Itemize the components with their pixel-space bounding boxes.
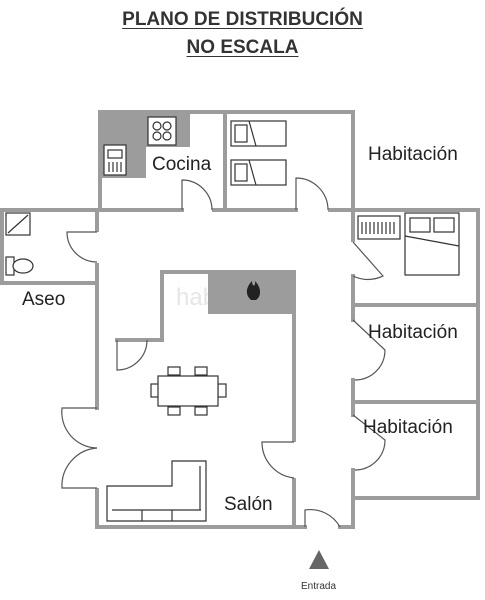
chair: [194, 406, 208, 416]
bathroom-fixtures: [5, 212, 34, 276]
plan-subtitle: NO ESCALA: [186, 37, 299, 58]
doors: [61, 177, 386, 528]
toilet-icon: [12, 258, 34, 274]
sofa-icon: [106, 460, 207, 522]
pillow: [409, 217, 431, 233]
kitchen-appliances: [103, 116, 177, 176]
room-label-habitacion-3: Habitación: [363, 417, 453, 438]
door-bedroom-4: [352, 414, 386, 471]
room-label-cocina: Cocina: [152, 154, 212, 175]
wall: [223, 110, 355, 210]
pillow: [234, 163, 248, 182]
walls: [0, 110, 480, 529]
door-salon-right: [261, 441, 295, 479]
door-kitchen: [181, 179, 213, 211]
wall: [98, 110, 227, 180]
door-bedroom-2: [352, 241, 384, 281]
entrance-triangle-icon: [309, 550, 329, 569]
burner: [162, 121, 172, 131]
door-salon-left-top: [61, 407, 98, 449]
room-label-habitacion-1: Habitación: [368, 144, 458, 165]
door-inner: [116, 339, 148, 371]
plan-title: PLANO DE DISTRIBUCIÓN: [122, 9, 363, 30]
door-bedroom-3: [352, 319, 386, 381]
door-aseo: [66, 231, 98, 263]
burner: [162, 131, 172, 141]
burner: [152, 121, 162, 131]
door-bedroom-1: [295, 177, 329, 211]
dining-table-icon: [157, 375, 219, 407]
room-label-aseo: Aseo: [22, 289, 65, 310]
room-label-salon: Salón: [224, 494, 273, 515]
double-bed-area: [357, 212, 460, 276]
chair: [194, 366, 208, 376]
wall: [0, 208, 102, 285]
dining-set: [150, 366, 227, 416]
sink-basin: [107, 149, 123, 159]
burner: [152, 131, 162, 141]
chair: [167, 406, 181, 416]
single-beds: [230, 120, 287, 186]
sofa: [106, 460, 207, 522]
entrance-label: Entrada: [301, 581, 336, 592]
chair: [217, 383, 227, 398]
stove-icon: [147, 116, 177, 146]
room-label-habitacion-2: Habitación: [368, 322, 458, 343]
chair: [167, 366, 181, 376]
pillow: [234, 124, 248, 143]
fire-icon: [246, 281, 261, 300]
pillow: [433, 217, 455, 233]
door-entrance: [304, 508, 341, 528]
door-salon-left-bottom: [61, 447, 98, 489]
